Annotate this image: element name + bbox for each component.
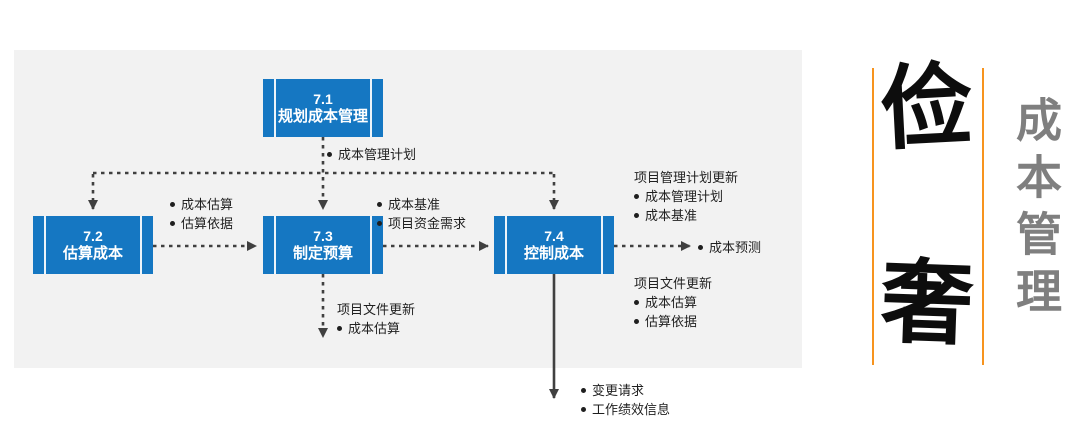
annotation-budget-output: 成本基准 项目资金需求 [377, 195, 466, 233]
process-name: 规划成本管理 [277, 107, 368, 125]
box-side-line [274, 216, 276, 274]
process-box-7-1: 7.1 规划成本管理 [263, 79, 383, 137]
annotation-item: 成本估算 [170, 195, 233, 214]
process-box-7-4: 7.4 控制成本 [494, 216, 614, 274]
annotation-item: 估算依据 [634, 312, 712, 331]
vertical-title-cost-management: 成本管理 [1010, 96, 1062, 324]
annotation-item: 变更请求 [581, 381, 670, 400]
process-code: 7.4 [544, 227, 564, 244]
annotation-item: 工作绩效信息 [581, 400, 670, 419]
annotation-budget-doc-updates: 项目文件更新 成本估算 [337, 300, 415, 338]
process-code: 7.1 [313, 90, 333, 107]
annotation-item: 成本估算 [634, 293, 712, 312]
annotation-control-doc-updates: 项目文件更新 成本估算 估算依据 [634, 274, 712, 331]
annotation-title: 项目文件更新 [634, 276, 713, 291]
process-code: 7.3 [313, 227, 333, 244]
calligraphy-char-jian: 俭 [878, 54, 976, 162]
box-side-line [601, 216, 603, 274]
accent-line-right [982, 68, 984, 365]
annotation-item: 成本基准 [377, 195, 466, 214]
box-side-line [44, 216, 46, 274]
annotation-item: 成本管理计划 [634, 187, 738, 206]
box-side-line [274, 79, 276, 137]
annotation-title: 项目管理计划更新 [634, 170, 739, 185]
annotation-item: 成本管理计划 [327, 145, 416, 164]
box-side-line [140, 216, 142, 274]
annotation-item: 估算依据 [170, 214, 233, 233]
box-side-line [370, 216, 372, 274]
process-box-7-3: 7.3 制定预算 [263, 216, 383, 274]
annotation-item: 项目资金需求 [377, 214, 466, 233]
process-name: 估算成本 [62, 244, 123, 262]
annotation-title: 项目文件更新 [337, 302, 416, 317]
annotation-item: 成本估算 [337, 319, 415, 338]
box-side-line [505, 216, 507, 274]
annotation-plan-output: 成本管理计划 [327, 145, 416, 164]
calligraphy-char-she: 奢 [879, 251, 975, 357]
process-name: 控制成本 [523, 244, 584, 262]
annotation-cost-forecast: 成本预测 [698, 238, 761, 257]
box-side-line [370, 79, 372, 137]
process-box-7-2: 7.2 估算成本 [33, 216, 153, 274]
process-code: 7.2 [83, 227, 103, 244]
annotation-estimate-output: 成本估算 估算依据 [170, 195, 233, 233]
process-name: 制定预算 [292, 244, 353, 262]
annotation-item: 成本基准 [634, 206, 738, 225]
annotation-item: 成本预测 [698, 238, 761, 257]
annotation-control-plan-updates: 项目管理计划更新 成本管理计划 成本基准 [634, 168, 738, 225]
accent-line-left [872, 68, 874, 365]
annotation-control-outputs: 变更请求 工作绩效信息 [581, 381, 670, 419]
